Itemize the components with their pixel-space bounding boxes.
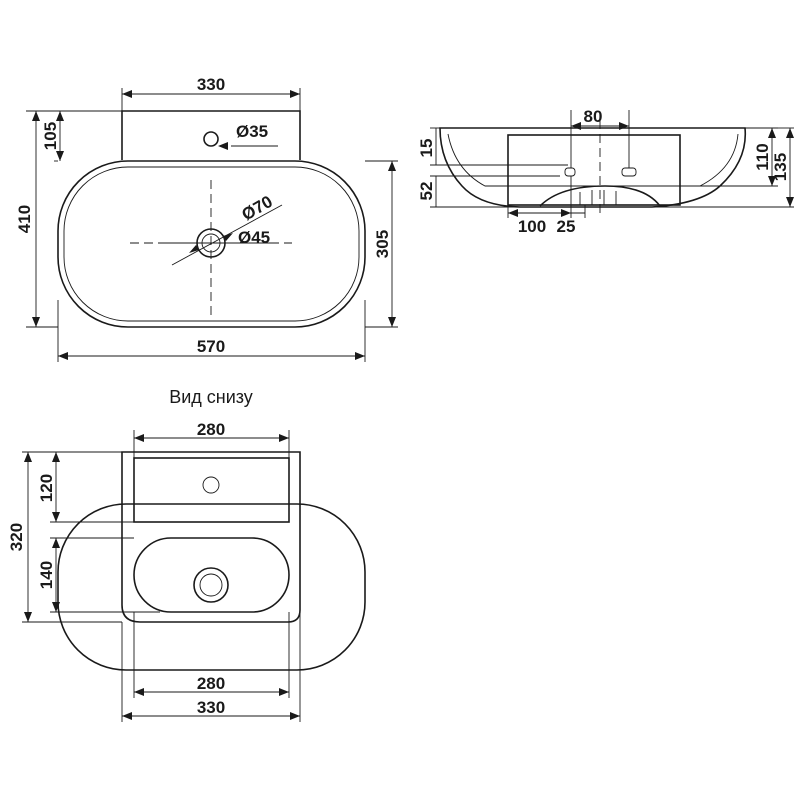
- dim-label-280-bottom: 280: [197, 674, 225, 693]
- dim-label-110: 110: [753, 143, 772, 170]
- arrow: [279, 434, 289, 442]
- arrow: [122, 712, 132, 720]
- dim-label-80: 80: [584, 107, 603, 126]
- arrow: [52, 538, 60, 548]
- dim-label-140: 140: [37, 561, 56, 589]
- drain-arc: [539, 185, 661, 207]
- bowl-underside: [133, 537, 290, 613]
- dim-label-25: 25: [557, 217, 576, 236]
- drain-underside-outer: [193, 567, 229, 603]
- arrow: [52, 602, 60, 612]
- arrow: [122, 90, 132, 98]
- dim-label-570: 570: [197, 337, 225, 356]
- dim-label-320: 320: [7, 523, 26, 551]
- arrow: [32, 317, 40, 327]
- arrow: [32, 111, 40, 121]
- dim-label-410: 410: [15, 205, 34, 233]
- dim-label-52: 52: [417, 182, 436, 201]
- top-view: 330 Ø35 105 410 Ø70 Ø45 305 570: [15, 75, 398, 362]
- arrow-70-b: [223, 233, 233, 241]
- arrow: [134, 434, 144, 442]
- bowl-profile-outer: [439, 127, 747, 208]
- dim-label-100: 100: [518, 217, 546, 236]
- arrow: [56, 151, 64, 161]
- overflow-hole: [564, 167, 576, 177]
- basin-inner-rim: [63, 166, 360, 322]
- arrow: [619, 122, 629, 130]
- tap-hole-underside: [202, 476, 220, 494]
- side-view: 80 15 52 110 135 100 25: [417, 107, 794, 236]
- arrow: [24, 612, 32, 622]
- faucet-deck-outline: [121, 110, 301, 160]
- arrow-35: [218, 142, 228, 150]
- dim-label-hole-35: Ø35: [236, 122, 268, 141]
- dim-label-135: 135: [771, 153, 790, 181]
- arrow: [58, 352, 68, 360]
- dim-label-330: 330: [197, 75, 225, 94]
- dim-label-305: 305: [373, 230, 392, 258]
- arrow: [56, 111, 64, 121]
- arrow: [290, 712, 300, 720]
- mounting-block: [121, 451, 301, 623]
- bottom-view: Вид снизу 280 120 320: [7, 387, 366, 722]
- arrow: [52, 452, 60, 462]
- faucet-deck-side: [507, 134, 681, 206]
- arrow: [561, 209, 571, 217]
- drain-underside-inner: [199, 573, 223, 597]
- bowl-profile-inner: [447, 133, 739, 187]
- arrow: [786, 128, 794, 138]
- view-caption: Вид снизу: [169, 387, 253, 407]
- dim-label-15: 15: [417, 139, 436, 158]
- arrow: [388, 317, 396, 327]
- arrow: [768, 128, 776, 138]
- arrow: [571, 122, 581, 130]
- basin-outer-outline: [57, 160, 366, 328]
- arrow: [24, 452, 32, 462]
- dim-label-hole-45: Ø45: [238, 228, 270, 247]
- arrow: [52, 512, 60, 522]
- deck-underside: [133, 457, 290, 523]
- dim-label-105: 105: [41, 122, 60, 150]
- arrow: [786, 197, 794, 207]
- dim-label-120: 120: [37, 474, 56, 502]
- arrow: [508, 209, 518, 217]
- arrow: [768, 176, 776, 186]
- tap-hole: [621, 167, 637, 177]
- basin-outer-bottom: [57, 503, 366, 671]
- arrow: [134, 688, 144, 696]
- arrow-70-a: [189, 245, 199, 253]
- dim-label-330-bottom: 330: [197, 698, 225, 717]
- arrow: [279, 688, 289, 696]
- arrow: [355, 352, 365, 360]
- arrow: [290, 90, 300, 98]
- dim-label-hole-70: Ø70: [239, 192, 276, 225]
- arrow: [388, 161, 396, 171]
- faucet-hole: [203, 131, 219, 147]
- dim-label-280-top: 280: [197, 420, 225, 439]
